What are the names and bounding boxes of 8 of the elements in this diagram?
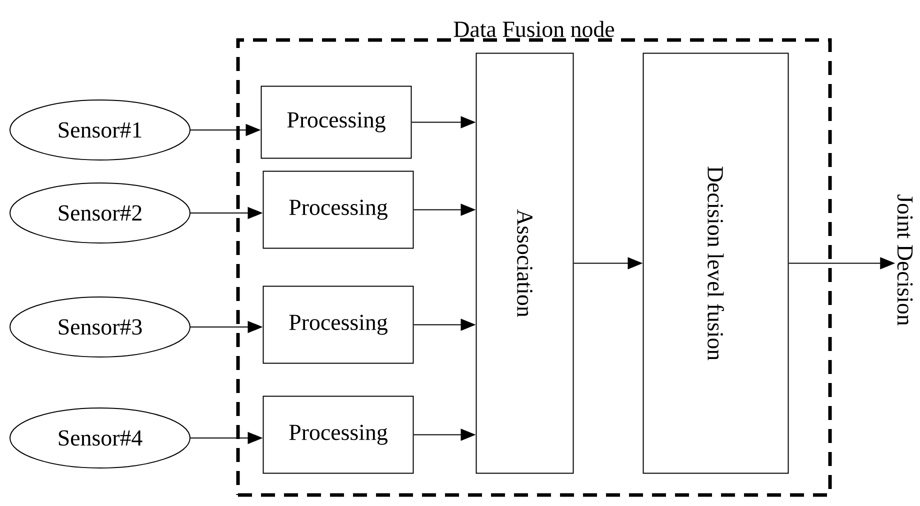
process-box: Processing (260, 86, 412, 159)
process-box: Decision level fusion (642, 52, 789, 474)
process-box: Processing (262, 170, 414, 249)
process-box: Processing (262, 396, 414, 474)
process-box: Association (476, 52, 574, 474)
process-box: Processing (262, 286, 414, 364)
node-label: Data Fusion node (454, 20, 614, 38)
output-label: Joint Decision (897, 194, 913, 326)
